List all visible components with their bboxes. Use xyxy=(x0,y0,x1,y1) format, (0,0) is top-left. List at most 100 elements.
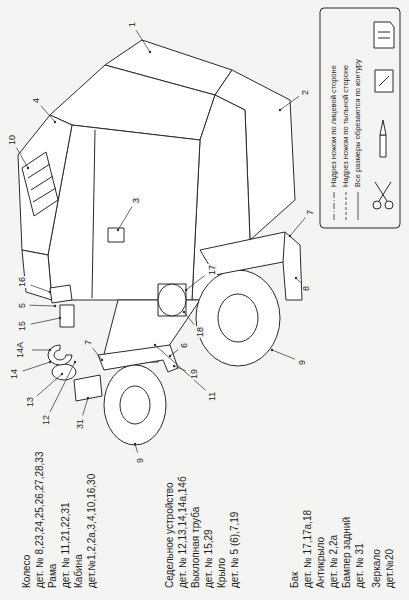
knife-icon xyxy=(380,120,386,157)
callout-number: 7 xyxy=(84,338,93,345)
leader-dot xyxy=(101,359,103,361)
leader-line xyxy=(155,345,206,390)
leader-line xyxy=(16,148,28,168)
callout-number: 16 xyxy=(18,276,27,288)
line-sample xyxy=(358,192,359,220)
callout-number: 8 xyxy=(302,284,311,291)
part-list-text: дет. № 11,21,22,31 xyxy=(61,502,71,588)
legend-text: Все размеры обрезаются по контуру xyxy=(354,59,362,187)
callout-number: 19 xyxy=(190,368,199,380)
leader-line xyxy=(50,362,75,412)
leader-line xyxy=(174,366,186,371)
leader-line xyxy=(135,444,138,453)
part-list-text: Выхлопная труба xyxy=(191,507,201,588)
part-list-text: Крыло xyxy=(217,558,227,588)
leader-dot xyxy=(173,365,175,367)
part-list-text: дет. № 2,2а xyxy=(329,535,339,588)
part-list-text: дет. № 31 xyxy=(355,543,365,588)
callout-number: 11 xyxy=(208,390,217,401)
leader-dot xyxy=(134,443,136,445)
leader-dot xyxy=(289,235,291,237)
callout-number: 1 xyxy=(128,20,137,27)
part-list-text: Антикрыло xyxy=(316,537,326,588)
cab-front xyxy=(18,115,72,255)
leader-line xyxy=(83,398,88,415)
rear-fender xyxy=(98,345,178,372)
part-list-text: дет.№20 xyxy=(385,549,395,588)
leader-line xyxy=(29,305,55,307)
callout-number: 2 xyxy=(301,88,310,95)
leader-dot xyxy=(295,277,297,279)
leader-dot xyxy=(271,349,273,351)
callout-number: 15 xyxy=(18,320,27,332)
callout-number: 13 xyxy=(26,396,35,408)
callout-number: 9 xyxy=(136,456,145,463)
leader-line xyxy=(41,106,55,122)
leader-dot xyxy=(49,291,51,293)
leader-dot xyxy=(49,361,51,363)
callout-number: 12 xyxy=(42,414,51,426)
leader-line xyxy=(280,96,299,110)
leader-line xyxy=(170,350,178,356)
leader-dot xyxy=(59,317,61,319)
callout-number: 9 xyxy=(298,358,307,365)
leader-line xyxy=(93,348,102,360)
cab-side xyxy=(48,125,200,300)
callout-number: 7 xyxy=(306,208,315,215)
part-list-text: Колесо xyxy=(22,555,32,588)
fifth-wheel xyxy=(48,345,72,365)
part-list-text: Бампер задний xyxy=(342,517,352,588)
part-list-text: дет. № 8,23,24,25,26,27,28,33 xyxy=(35,452,45,588)
leader-line xyxy=(272,350,295,359)
leader-line xyxy=(186,275,205,290)
leader-dot xyxy=(54,305,56,307)
legend-frame xyxy=(320,8,400,228)
step xyxy=(50,285,72,303)
part-list-text: Бак xyxy=(290,572,300,589)
leader-line xyxy=(290,218,305,236)
part-list-text: Кабина xyxy=(74,554,84,588)
leader-line xyxy=(184,312,194,325)
part-list-text: Зеркало xyxy=(372,549,382,588)
leader-dot xyxy=(169,355,171,357)
front-fender xyxy=(200,232,302,300)
part-list-text: дет.№1,2,2а,3,4,10,16,30 xyxy=(87,474,97,588)
rear-wheel xyxy=(104,365,166,445)
exhaust xyxy=(60,305,74,327)
door-window xyxy=(108,228,124,242)
callout-number: 10 xyxy=(8,134,17,146)
sheet-icon xyxy=(374,22,394,48)
part-list-text: дет. № 12,13,14,14а,14б xyxy=(178,476,188,588)
callout-number: 3 xyxy=(132,196,141,203)
leader-dot xyxy=(279,109,281,111)
leader-dot xyxy=(117,229,119,231)
leader-line xyxy=(37,374,62,396)
callout-number: 6 xyxy=(180,341,189,348)
leader-line xyxy=(32,350,50,351)
fifth-wheel-base xyxy=(52,364,76,380)
leader-dot xyxy=(185,289,187,291)
leader-dot xyxy=(27,167,29,169)
legend-text: Надрез ножом по тыльной стороне xyxy=(342,65,350,187)
leader-dot xyxy=(49,349,51,351)
leader-dot xyxy=(61,373,63,375)
part-list-text: дет. № 5 (6),7,19 xyxy=(230,512,240,588)
grille xyxy=(22,152,58,216)
callout-number: 5 xyxy=(18,301,27,308)
leader-dot xyxy=(74,361,76,363)
leader-line xyxy=(118,206,132,230)
leader-dot xyxy=(183,311,185,313)
leader-dot xyxy=(87,397,89,399)
leader-dot xyxy=(154,344,156,346)
line-sample xyxy=(334,192,335,220)
leader-dot xyxy=(54,121,56,123)
callout-number: 14А xyxy=(16,341,25,359)
leader-line xyxy=(31,318,60,324)
leader-line xyxy=(30,285,50,292)
callout-number: 17 xyxy=(208,264,217,276)
callout-number: 14 xyxy=(10,368,19,380)
line-sample xyxy=(346,192,347,220)
leader-line xyxy=(23,362,50,371)
callout-number: 4 xyxy=(32,96,41,103)
tank xyxy=(158,284,186,316)
